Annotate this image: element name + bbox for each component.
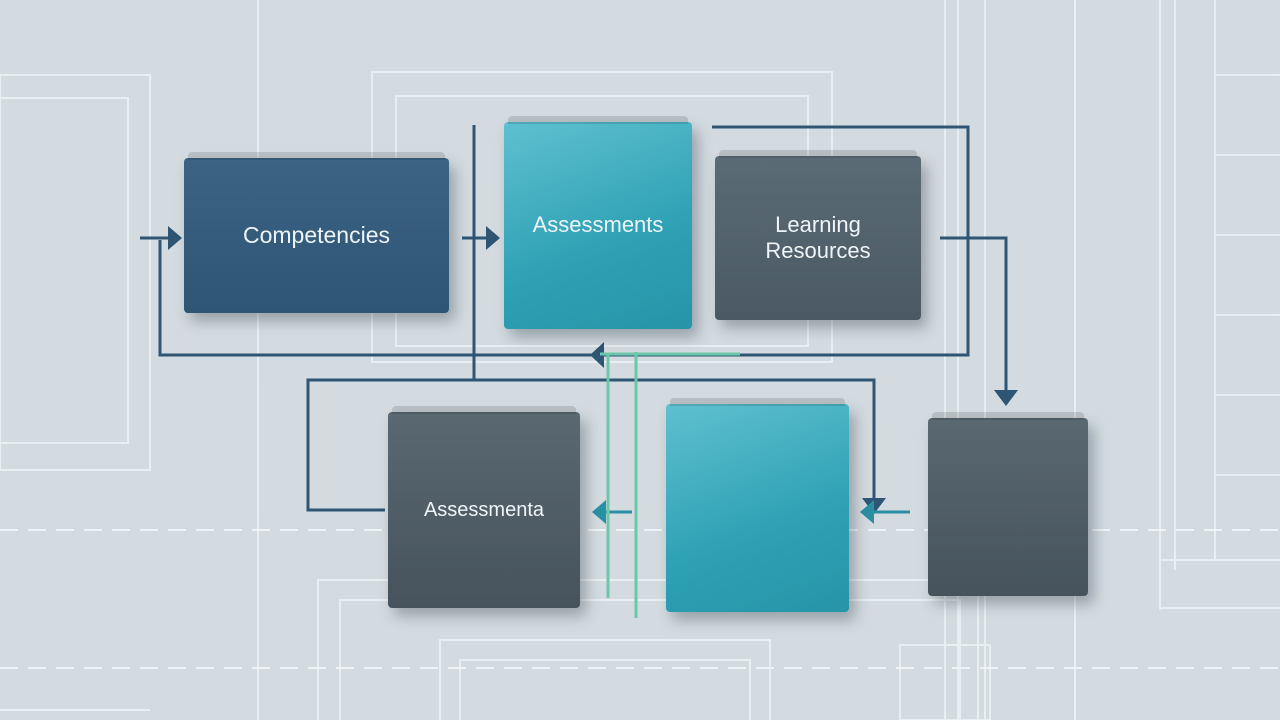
node-learning-resources-label: Learning Resources bbox=[765, 211, 871, 263]
node-teal-bottom[interactable] bbox=[666, 398, 849, 612]
node-learning-resources[interactable]: Learning Resources bbox=[715, 150, 921, 320]
connectors bbox=[140, 125, 1018, 618]
arrowhead-slate-right bbox=[994, 390, 1018, 406]
node-slate-right[interactable] bbox=[928, 412, 1088, 596]
connector-bottom-loop bbox=[306, 378, 876, 512]
node-competencies[interactable]: Competencies bbox=[184, 152, 449, 313]
node-assessments-top[interactable]: Assessments bbox=[504, 116, 692, 329]
arrowhead-loop-return bbox=[590, 342, 604, 368]
connector-left-loop bbox=[158, 240, 600, 357]
node-assessments-top-label: Assessments bbox=[532, 212, 664, 238]
arrowhead-teal-right bbox=[860, 500, 874, 524]
connector-top-route bbox=[600, 125, 970, 357]
arrowhead-assessmenta bbox=[592, 500, 606, 524]
node-competencies-label: Competencies bbox=[242, 221, 391, 248]
arrowhead-assessments bbox=[486, 226, 500, 250]
node-assessmenta-label: Assessmenta bbox=[423, 499, 545, 521]
connector-right-drop bbox=[940, 236, 1008, 392]
arrowhead-competencies bbox=[168, 226, 182, 250]
node-assessmenta[interactable]: Assessmenta bbox=[388, 406, 580, 608]
